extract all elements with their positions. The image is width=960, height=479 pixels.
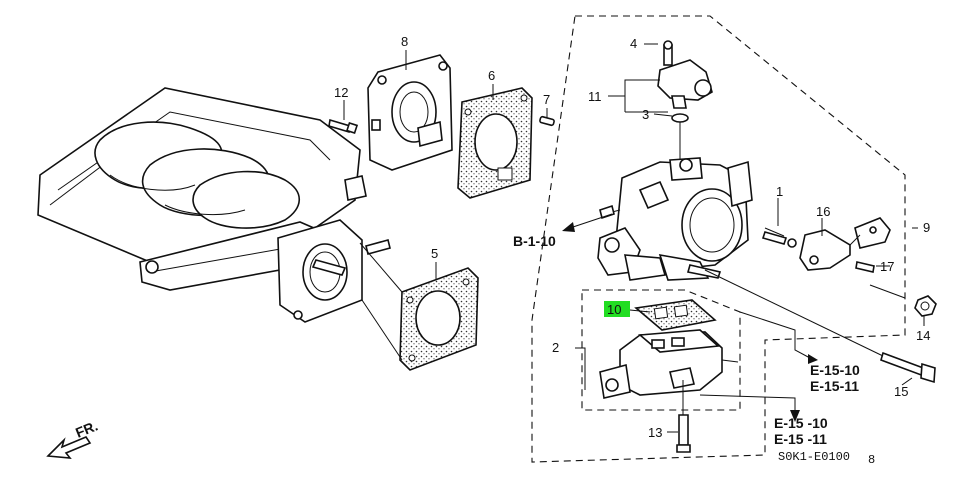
callout-1: 1 — [776, 184, 783, 199]
throttle-body-gasket-5 — [359, 242, 479, 371]
arrow-b-1-10 — [562, 213, 613, 232]
manifold-throttle-flange — [277, 219, 391, 323]
bolt-17 — [855, 261, 875, 273]
diagram-code: S0K1-E0100 — [778, 450, 850, 464]
arrow-e-15-lower — [699, 394, 800, 422]
chamber-8 — [367, 54, 453, 171]
callout-12: 12 — [334, 85, 348, 100]
reference-b-1-10[interactable]: B-1-10 — [513, 233, 556, 249]
front-label: FR. — [73, 417, 100, 440]
bracket-16 — [799, 217, 891, 271]
reference-e-15-10-lower[interactable]: E-15 -10 — [774, 415, 828, 431]
callout-8: 8 — [401, 34, 408, 49]
screw-1 — [761, 231, 797, 248]
leader-lines — [343, 43, 925, 433]
arrow-e-15-upper — [739, 311, 818, 364]
callout-11: 11 — [588, 89, 602, 104]
nut-14 — [869, 284, 937, 317]
bolt-13 — [676, 380, 691, 453]
front-direction-arrow: FR. — [46, 417, 100, 459]
assembly-boundary-2 — [581, 289, 741, 411]
callout-15: 15 — [894, 384, 908, 399]
throttle-body — [597, 157, 785, 281]
callout-2: 2 — [552, 340, 559, 355]
callout-13: 13 — [648, 425, 662, 440]
assembly-boundary-9 — [531, 15, 906, 463]
bolt-15 — [704, 269, 936, 384]
callout-14: 14 — [916, 328, 930, 343]
callout-10: 10 — [607, 302, 621, 317]
callout-16: 16 — [816, 204, 830, 219]
throttle-position-sensor-11 — [657, 40, 713, 160]
page-marker: 8 — [868, 453, 875, 467]
callout-10-highlight — [604, 301, 630, 317]
callout-5: 5 — [431, 246, 438, 261]
reference-e-15-10-upper[interactable]: E-15-10 — [810, 362, 860, 378]
callout-3: 3 — [642, 107, 649, 122]
idle-air-control-valve-2 — [599, 329, 739, 399]
callout-17: 17 — [880, 259, 894, 274]
iacv-gasket-10 — [634, 299, 717, 331]
reference-e-15-11-lower[interactable]: E-15 -11 — [774, 431, 827, 447]
chamber-gasket-6 — [457, 87, 533, 199]
callout-7: 7 — [543, 92, 550, 107]
callout-6: 6 — [488, 68, 495, 83]
bolt-12 — [328, 118, 359, 135]
intake-manifold — [37, 87, 367, 291]
dowel-pin-7 — [539, 115, 555, 127]
callout-9: 9 — [923, 220, 930, 235]
reference-e-15-11-upper[interactable]: E-15-11 — [810, 378, 859, 394]
callout-4: 4 — [630, 36, 637, 51]
